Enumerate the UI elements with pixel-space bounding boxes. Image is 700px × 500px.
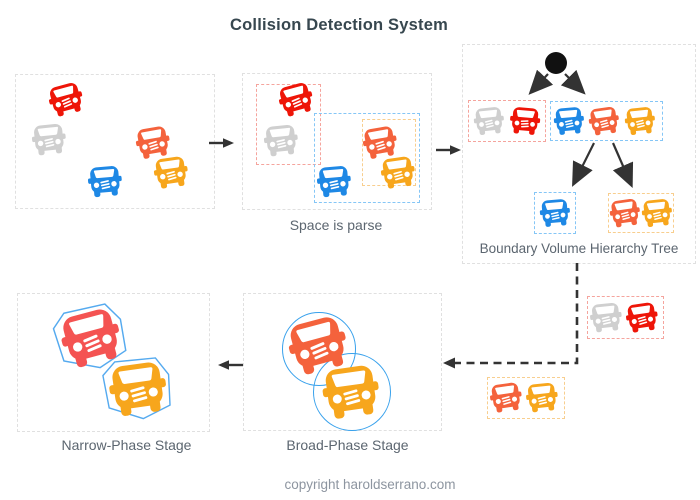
panel-narrow-phase <box>17 293 210 432</box>
car-icon-tomato <box>608 197 642 229</box>
dashed-arrow-connector <box>443 263 579 369</box>
car-icon-yellow <box>379 155 417 190</box>
car-icon-red <box>624 301 660 334</box>
bounding-box-blue <box>314 113 420 203</box>
car-icon-gray <box>30 122 68 157</box>
car-icon-blue <box>86 165 124 198</box>
car-icon-yellow <box>524 382 560 413</box>
car-icon-red <box>45 80 87 119</box>
panel-space-parse <box>242 73 432 210</box>
tree-edges <box>528 69 634 189</box>
arrow-right-icon <box>209 138 234 148</box>
collision-pair-box-yellow <box>487 377 565 419</box>
car-icon-salmon-with-hull <box>52 303 127 371</box>
bounding-box-red <box>256 84 321 165</box>
broad-phase-label: Broad-Phase Stage <box>286 437 409 453</box>
panel-unpartitioned-space <box>15 74 215 209</box>
car-icon-blue <box>552 106 586 136</box>
car-icon-yellow <box>623 106 657 136</box>
bvh-label: Boundary Volume Hierarchy Tree <box>479 241 679 256</box>
car-icon-tomato <box>360 124 400 161</box>
car-icon-yellow-with-hull <box>102 357 171 420</box>
arrow-right-icon <box>436 145 461 155</box>
bounding-box-yellow-leaf <box>608 193 674 233</box>
bounding-box-blue-leaf <box>534 192 576 234</box>
car-icon-red <box>508 106 542 136</box>
panel-broad-phase <box>243 293 442 431</box>
car-icon-yellow <box>319 363 383 421</box>
convex-hull-outline <box>52 303 127 369</box>
convex-hull-outline <box>102 357 171 420</box>
bounding-box-red <box>468 100 546 142</box>
car-icon-tomato <box>133 124 173 161</box>
car-icon-tomato <box>488 381 524 414</box>
tree-root-node-icon <box>545 52 567 74</box>
car-icon-gray <box>262 123 300 158</box>
panel-bvh-tree: Boundary Volume Hierarchy Tree <box>462 44 696 264</box>
arrow-left-icon <box>218 360 243 370</box>
page-title: Collision Detection System <box>230 16 448 34</box>
copyright-text: copyright haroldserrano.com <box>284 477 456 492</box>
narrow-phase-label: Narrow-Phase Stage <box>61 437 192 453</box>
car-icon-gray <box>472 106 506 136</box>
car-icon-blue <box>538 198 572 228</box>
bounding-circle <box>313 353 391 431</box>
car-icon-blue <box>315 165 353 198</box>
bounding-box-blue <box>550 101 663 141</box>
car-icon-gray <box>588 302 624 333</box>
car-icon-yellow <box>640 198 674 228</box>
space-parse-label: Space is parse <box>289 217 383 233</box>
collision-pair-box-red <box>587 296 664 339</box>
car-icon-yellow <box>152 155 190 190</box>
car-icon-tomato <box>587 105 621 137</box>
